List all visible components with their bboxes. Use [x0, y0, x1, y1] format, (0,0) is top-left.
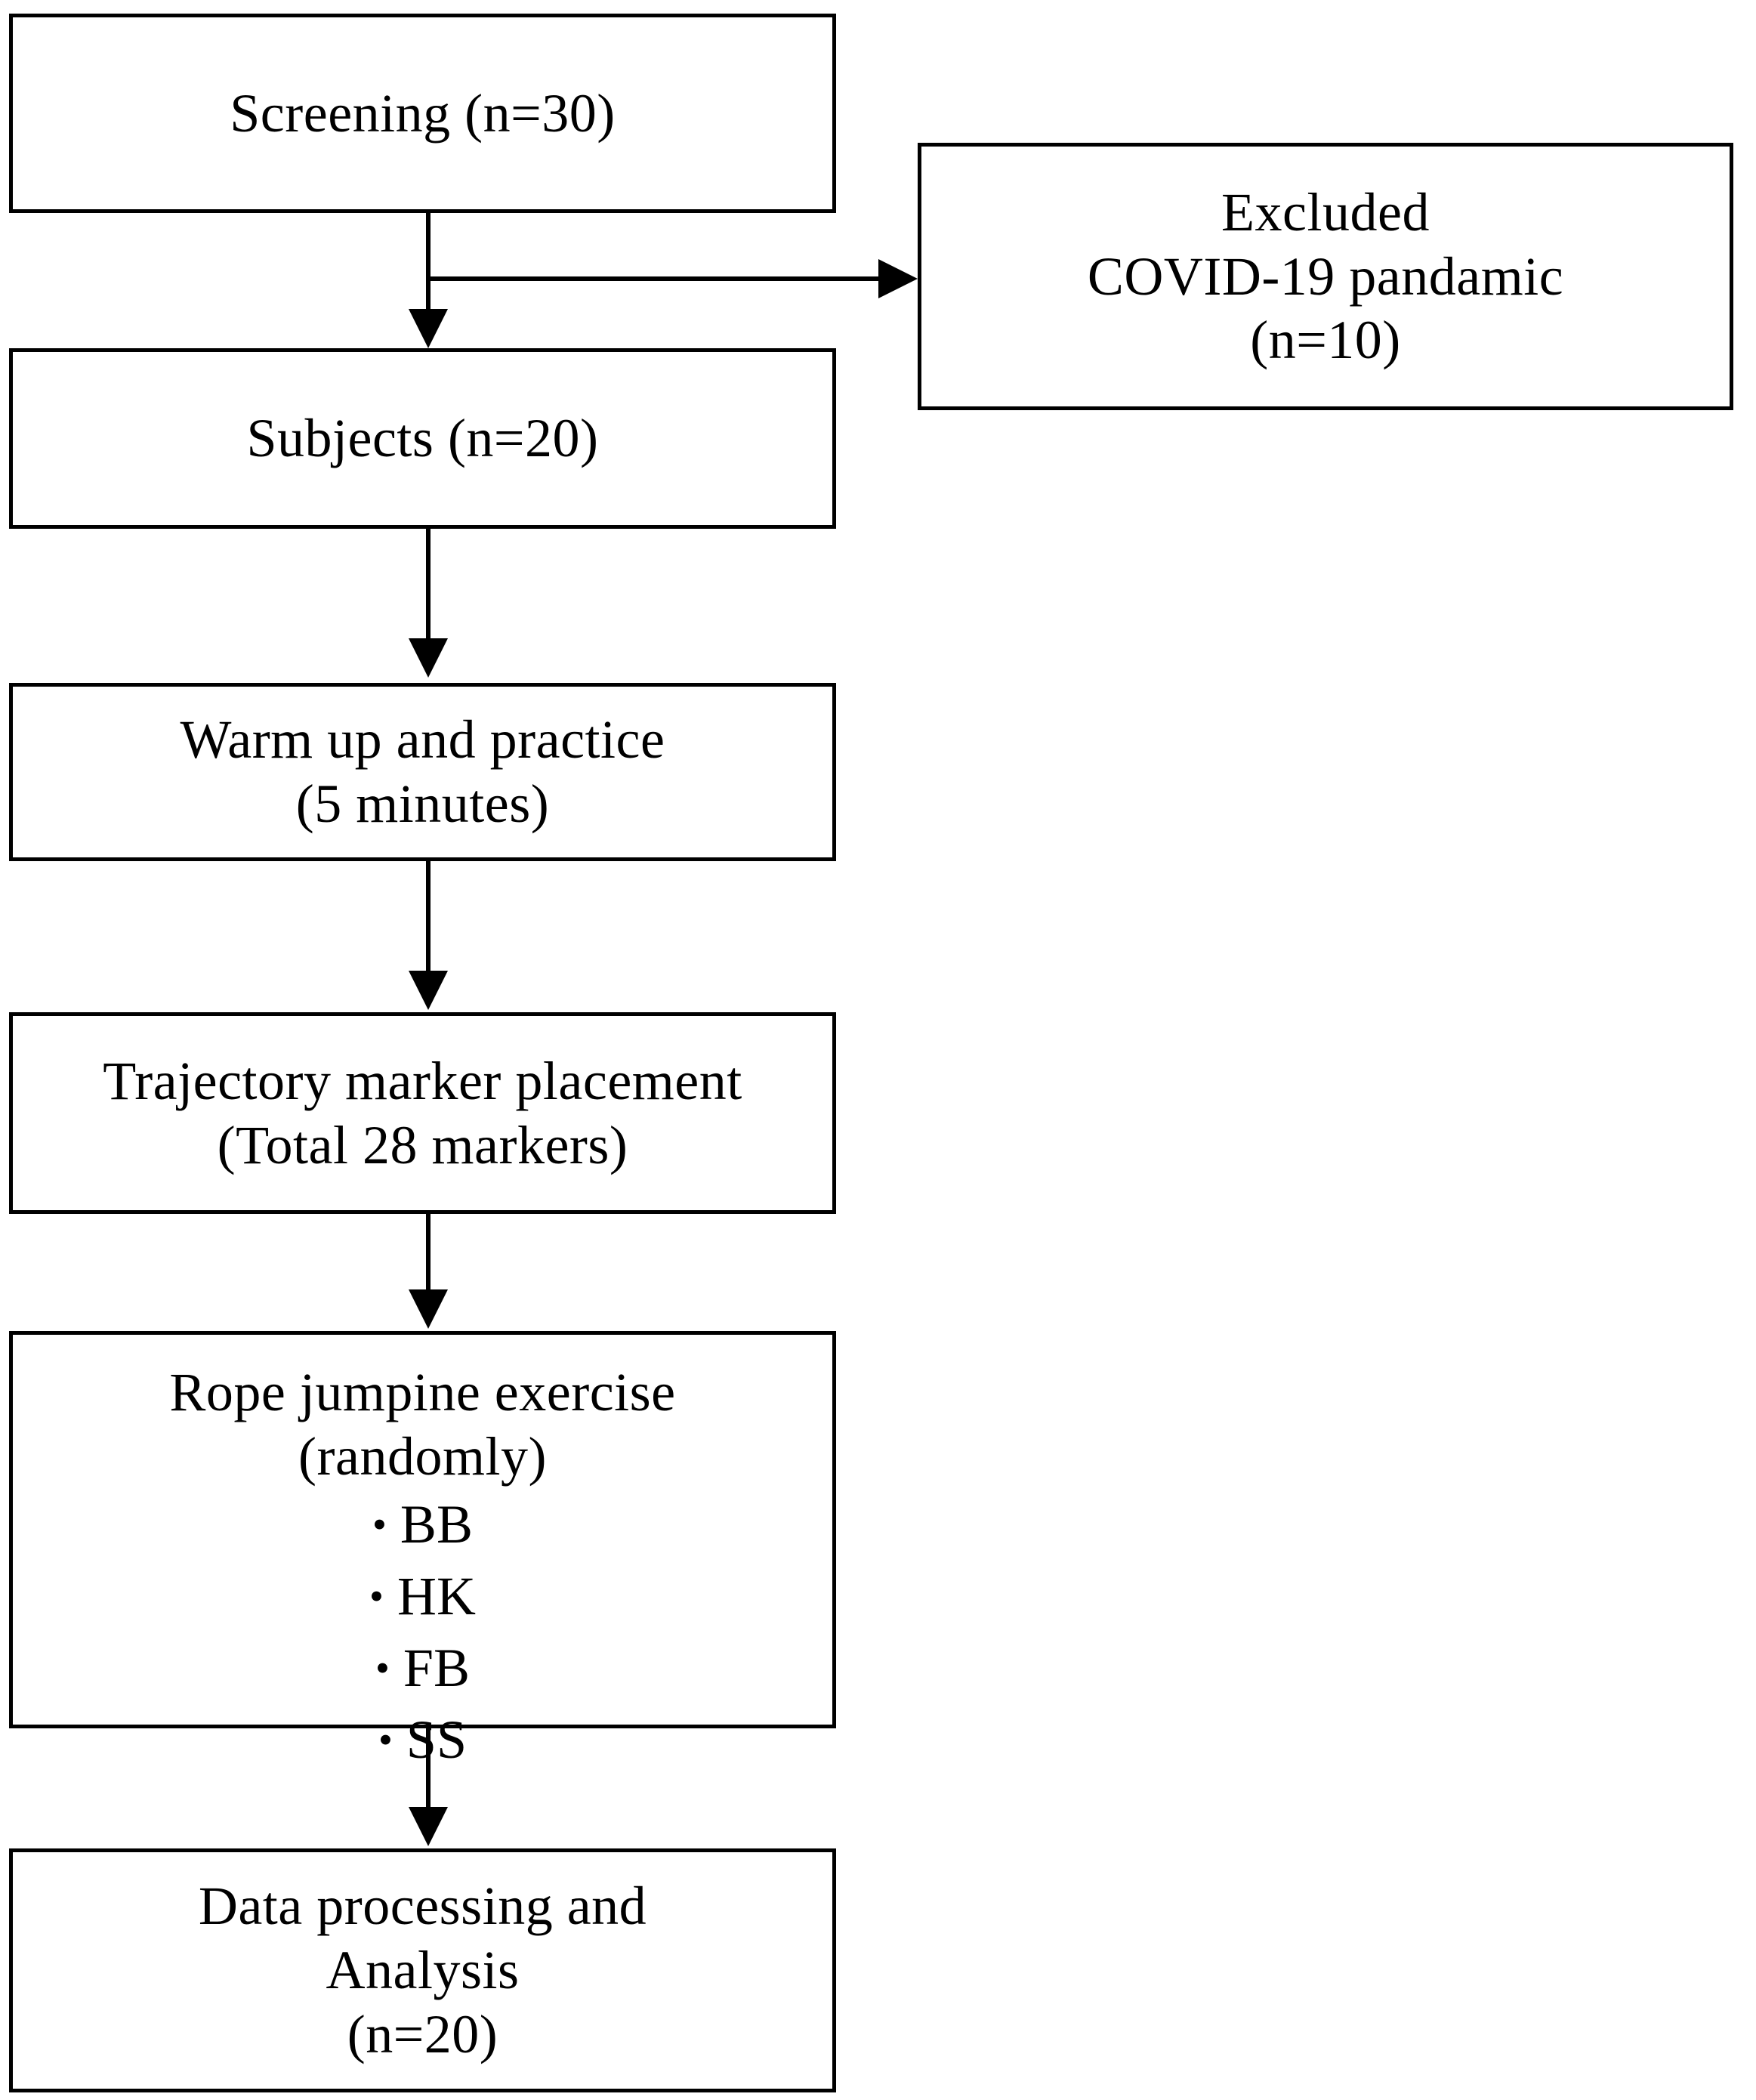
node-analysis-line-1: Data processing and: [198, 1876, 647, 1937]
node-subjects[interactable]: Subjects (n=20): [9, 348, 836, 529]
node-warmup-line-2: (5 minutes): [295, 774, 550, 834]
node-markers-line-2: (Total 28 markers): [217, 1114, 628, 1175]
edge-warmup-to-markers-arrowhead: [409, 971, 448, 1010]
node-screening-line-1: Screening (n=30): [230, 82, 616, 144]
edge-markers-to-rope-line: [426, 1214, 431, 1292]
bullet-dot-icon: •: [369, 1573, 384, 1619]
edge-rope-to-analysis-line: [426, 1728, 431, 1809]
list-item-label: FB: [403, 1637, 470, 1698]
edge-markers-to-rope-arrowhead: [409, 1289, 448, 1329]
edge-subjects-to-warmup-arrowhead: [409, 638, 448, 678]
node-warmup[interactable]: Warm up and practice (5 minutes): [9, 683, 836, 861]
list-item: • BB: [372, 1489, 473, 1561]
node-rope-jumping[interactable]: Rope jumpine exercise (randomly) • BB • …: [9, 1331, 836, 1770]
node-excluded[interactable]: Excluded COVID-19 pandamic (n=10): [918, 143, 1733, 410]
list-item: • HK: [369, 1561, 476, 1632]
bullet-dot-icon: •: [378, 1717, 393, 1762]
node-data-analysis[interactable]: Data processing and Analysis (n=20): [9, 1848, 836, 2092]
edge-subjects-to-warmup-line: [426, 529, 431, 644]
list-item-label: HK: [397, 1565, 476, 1626]
node-markers[interactable]: Trajectory marker placement (Total 28 ma…: [9, 1012, 836, 1214]
list-item: • FB: [375, 1632, 470, 1704]
rope-exercise-bullet-list: • BB • HK • FB • SS: [369, 1489, 476, 1776]
edge-screening-to-excluded-line: [426, 276, 881, 281]
node-excluded-line-1: Excluded: [1221, 181, 1430, 242]
node-markers-line-1: Trajectory marker placement: [103, 1050, 742, 1111]
node-excluded-line-3: (n=10): [1250, 310, 1401, 371]
edge-screening-to-subjects-line: [426, 213, 431, 315]
list-item: • SS: [378, 1704, 467, 1776]
node-analysis-line-3: (n=20): [347, 2003, 498, 2064]
edge-rope-to-analysis-arrowhead: [409, 1807, 448, 1846]
node-subjects-line-1: Subjects (n=20): [246, 408, 599, 469]
node-rope-line-2: (randomly): [298, 1425, 547, 1487]
list-item-label: SS: [406, 1709, 467, 1770]
bullet-dot-icon: •: [375, 1644, 390, 1691]
edge-warmup-to-markers-line: [426, 861, 431, 971]
node-excluded-line-2: COVID-19 pandamic: [1087, 246, 1564, 307]
node-screening[interactable]: Screening (n=30): [9, 14, 836, 213]
list-item-label: BB: [400, 1493, 473, 1555]
bullet-dot-icon: •: [372, 1501, 387, 1547]
node-rope-line-1: Rope jumpine exercise: [169, 1362, 676, 1422]
node-warmup-line-1: Warm up and practice: [180, 709, 665, 771]
edge-screening-to-subjects-arrowhead: [409, 309, 448, 348]
node-analysis-line-2: Analysis: [326, 1940, 520, 2001]
edge-screening-to-excluded-arrowhead: [878, 259, 918, 298]
